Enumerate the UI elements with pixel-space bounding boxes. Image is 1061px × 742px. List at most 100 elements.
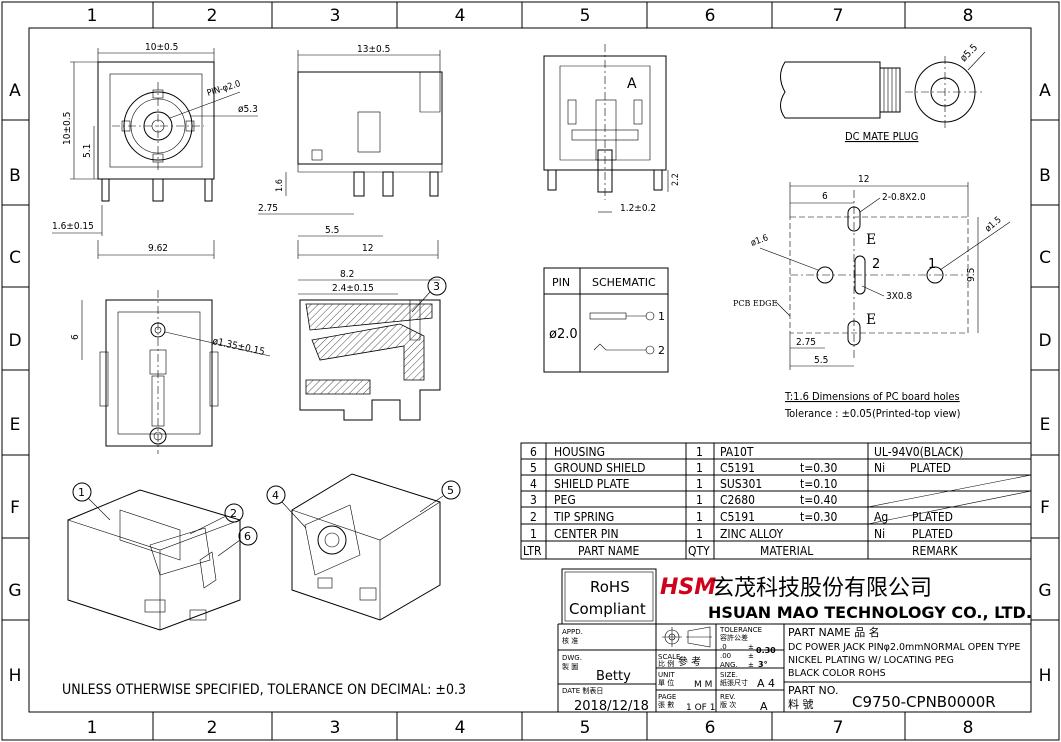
company-logo: HSM <box>660 575 716 600</box>
part-name-line1: DC POWER JACK PINφ2.0mmNORMAL OPEN TYPE <box>788 642 1020 653</box>
bom-header: QTY <box>688 544 710 558</box>
bom-name: PEG <box>554 493 576 507</box>
bom-rem2: PLATED <box>912 510 953 524</box>
dim-sec-24: 2.4±0.15 <box>332 283 374 294</box>
bom-mat: ZINC ALLOY <box>720 527 783 541</box>
pcb-label-e2: E <box>866 312 876 328</box>
balloon-2: 2 <box>230 507 237 520</box>
col-label: 5 <box>580 6 591 26</box>
svg-text:A: A <box>627 76 637 92</box>
pcb-label-1: 1 <box>928 257 936 272</box>
bom-qty: 1 <box>696 461 703 475</box>
company-name-en: HSUAN MAO TECHNOLOGY CO., LTD. <box>708 603 1032 622</box>
unit-cn: 單 位 <box>658 678 674 687</box>
bom-thk: t=0.40 <box>800 493 837 507</box>
bom-ltr: 6 <box>530 445 537 459</box>
title-block: RoHS Compliant HSM 玄茂科技股份有限公司 HSUAN MAO … <box>557 568 1032 714</box>
dim-top-width: 10±0.5 <box>145 42 178 53</box>
pcb-dim-55: 5.5 <box>814 355 828 366</box>
schem-n2: 2 <box>658 344 665 357</box>
tol-ang: ANG. <box>720 661 738 669</box>
scale-label: SCALE <box>658 653 680 661</box>
pcb-dim-95: 9.5 <box>966 268 977 282</box>
company-name-cn: 玄茂科技股份有限公司 <box>712 576 932 601</box>
schem-n1: 1 <box>658 310 665 323</box>
dim-top-height: 10±0.5 <box>62 112 73 145</box>
rohs-compliant: Compliant <box>569 600 646 618</box>
bom-qty: 1 <box>696 527 703 541</box>
appd-label: APPD. <box>562 628 583 636</box>
col-label: 3 <box>330 718 341 738</box>
col-label: 8 <box>963 718 974 738</box>
bom-header: REMARK <box>912 544 959 558</box>
bom-qty: 1 <box>696 477 703 491</box>
tolerance-label: TOLERANCE <box>719 626 762 634</box>
bom-name: SHIELD PLATE <box>554 477 630 491</box>
date-label: DATE 制表日 <box>562 686 603 695</box>
appd-cn: 核 准 <box>562 636 578 645</box>
bom-ltr: 4 <box>530 477 537 491</box>
row-label: G <box>1038 581 1051 601</box>
page-value: 1 OF 1 <box>686 703 715 713</box>
rev-cn: 版 次 <box>720 700 736 709</box>
dc-mate-plug: ø5.5 DC MATE PLUG <box>780 42 986 143</box>
tol-pm: ± <box>748 652 754 660</box>
balloon-4: 4 <box>272 489 279 502</box>
part-name-label: PART NAME 品 名 <box>788 625 880 639</box>
rohs-label: RoHS <box>590 578 630 596</box>
pcb-dim-275: 2.75 <box>796 337 816 348</box>
bom-mat: C5191 <box>720 510 755 524</box>
bom-rem: Ni <box>874 527 885 541</box>
col-label: 3 <box>330 6 341 26</box>
bom-ltr: 3 <box>530 493 537 507</box>
part-name-line2: NICKEL PLATING W/ LOCATING PEG <box>788 655 954 666</box>
bom-thk: t=0.10 <box>800 477 837 491</box>
schem-pin-val: ø2.0 <box>549 327 578 342</box>
pcb-dim-6: 6 <box>822 191 828 202</box>
bom-ltr: 5 <box>530 461 537 475</box>
col-label: 2 <box>207 718 218 738</box>
col-label: 6 <box>705 718 716 738</box>
row-label: F <box>10 498 20 518</box>
row-label: A <box>1039 81 1051 101</box>
bom-rem2: PLATED <box>912 527 953 541</box>
top-view: 10±0.5 10±0.5 5.1 PIN-φ2.0 ø5.3 1.6±0.15… <box>52 42 258 259</box>
col-label: 5 <box>580 718 591 738</box>
schem-col-schem: SCHEMATIC <box>592 276 656 289</box>
drawing-date: 2018/12/18 <box>574 699 649 714</box>
bom-table: 6 HOUSING 1 PA10T UL-94V0(BLACK) 5 GROUN… <box>520 442 1032 560</box>
pcb-hole-layout: 12 6 2-0.8X2.0 ø1.6 ø1.5 E 2 1 E 3X0.8 9… <box>733 174 1011 420</box>
bom-header: MATERIAL <box>760 544 813 558</box>
row-label: A <box>9 81 21 101</box>
tol-ang-value: 3° <box>758 660 768 669</box>
tolerance-cn: 容許公差 <box>720 633 748 642</box>
bom-rem2: PLATED <box>910 461 951 475</box>
dim-55: 5.5 <box>325 225 339 236</box>
tol-0: .0 <box>720 643 727 651</box>
tolerance-note: UNLESS OTHERWISE SPECIFIED, TOLERANCE ON… <box>62 682 466 698</box>
bom-qty: 1 <box>696 510 703 524</box>
size-label: SIZE. <box>720 671 738 679</box>
plug-caption: DC MATE PLUG <box>845 130 918 143</box>
dim-pin: PIN-φ2.0 <box>206 79 242 99</box>
bom-name: HOUSING <box>554 445 605 459</box>
balloon-3: 3 <box>433 280 440 293</box>
row-label: E <box>10 415 21 435</box>
rev-value: A <box>760 700 768 713</box>
part-no: C9750-CPNB0000R <box>852 693 996 711</box>
dim-275: 2.75 <box>258 203 278 214</box>
row-label: E <box>1040 415 1051 435</box>
tol-value: 0.30 <box>756 646 776 655</box>
row-label: F <box>1040 498 1050 518</box>
row-label: B <box>1039 166 1051 186</box>
bom-mat: C5191 <box>720 461 755 475</box>
page-cn: 張 數 <box>658 700 674 709</box>
dim-dia53: ø5.3 <box>238 104 258 115</box>
bom-thk: t=0.30 <box>800 461 837 475</box>
dim-16-015: 1.6±0.15 <box>52 221 94 232</box>
bom-rem: UL-94V0(BLACK) <box>874 445 964 459</box>
exploded-view: 1 2 6 <box>67 482 258 631</box>
col-label: 4 <box>455 718 466 738</box>
schematic-table: PIN SCHEMATIC ø2.0 1 2 <box>543 267 669 373</box>
